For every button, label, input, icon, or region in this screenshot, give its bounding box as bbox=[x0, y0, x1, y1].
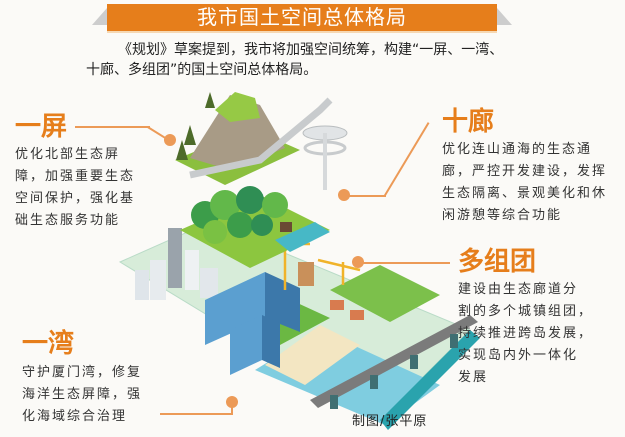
section-desc-yiwan: 守护厦门湾，修复 海洋生态屏障，强 化海域综合治理 bbox=[22, 362, 142, 428]
forest-lake bbox=[275, 222, 330, 252]
desc-line: 割的多个城镇组团， bbox=[458, 304, 594, 319]
bridge-piers bbox=[330, 334, 458, 409]
connector-line-yiping bbox=[75, 126, 150, 128]
house bbox=[350, 310, 364, 320]
title-fold-right bbox=[497, 8, 512, 25]
connector-line-yiwan bbox=[160, 413, 232, 415]
connector-dot-duozutuan bbox=[352, 256, 364, 268]
connector-dot-yiping bbox=[164, 134, 176, 146]
section-heading-shilang: 十廊 bbox=[442, 107, 495, 137]
house bbox=[330, 300, 344, 310]
mountain-rock bbox=[190, 95, 285, 170]
desc-line: 础生态服务功能 bbox=[15, 213, 121, 228]
title-fold-left bbox=[92, 8, 107, 25]
section-desc-shilang: 优化连山通海的生态通 廊，严控开发建设，发挥 生态隔离、景观美化和休 闲游憩等综… bbox=[442, 139, 607, 227]
illustration-credit: 制图/张平原 bbox=[352, 414, 428, 429]
pavilion bbox=[280, 222, 292, 232]
desc-line: 实现岛内外一体化 bbox=[458, 348, 579, 363]
intro-paragraph: 《规划》草案提到，我市将加强空间统筹，构建“一屏、一湾、 十廊、多组团”的国土空… bbox=[86, 40, 550, 80]
desc-line: 持续推进跨岛发展， bbox=[458, 326, 594, 341]
desc-line: 优化连山通海的生态通 bbox=[442, 142, 593, 157]
beach bbox=[265, 325, 360, 385]
skyscrapers bbox=[135, 228, 218, 300]
connector-line-shilang bbox=[346, 195, 386, 197]
village-green bbox=[330, 265, 440, 322]
desc-line: 海洋生态屏障，强 bbox=[22, 387, 143, 402]
elevated-walkway bbox=[189, 97, 333, 179]
desc-line: 闲游憩等综合功能 bbox=[442, 208, 563, 223]
mountain-trees bbox=[176, 92, 215, 160]
desc-line: 障，加强重要生态 bbox=[15, 169, 136, 184]
connector-dot-shilang bbox=[338, 189, 350, 201]
bridge-deck bbox=[310, 315, 478, 408]
intro-line-1: 《规划》草案提到，我市将加强空间统筹，构建“一屏、一湾、 bbox=[118, 42, 504, 58]
desc-line: 守护厦门湾，修复 bbox=[22, 365, 143, 380]
forest-trees bbox=[191, 186, 288, 244]
desc-line: 化海域综合治理 bbox=[22, 409, 128, 424]
construction-building bbox=[298, 262, 314, 286]
section-heading-duozutuan: 多组团 bbox=[458, 247, 537, 277]
bay-water-edge bbox=[380, 330, 480, 430]
desc-line: 发展 bbox=[458, 370, 489, 385]
page-title: 我市国土空间总体格局 bbox=[107, 4, 497, 31]
desc-line: 优化北部生态屏 bbox=[15, 147, 121, 162]
mountain-top bbox=[215, 92, 260, 122]
desc-line: 建设由生态廊道分 bbox=[458, 282, 579, 297]
desc-line: 廊，严控开发建设，发挥 bbox=[442, 164, 608, 179]
connector-line-duozutuan bbox=[362, 262, 450, 264]
connector-line-yiwan-up bbox=[231, 405, 233, 415]
desc-line: 空间保护，强化基 bbox=[15, 191, 136, 206]
connector-dot-yiwan bbox=[226, 396, 238, 408]
section-desc-duozutuan: 建设由生态廊道分 割的多个城镇组团， 持续推进跨岛发展， 实现岛内外一体化 发展 bbox=[458, 279, 593, 389]
residential-blocks bbox=[205, 272, 300, 375]
section-heading-yiping: 一屏 bbox=[15, 112, 68, 142]
section-desc-yiping: 优化北部生态屏 障，加强重要生态 空间保护，强化基 础生态服务功能 bbox=[15, 144, 135, 232]
section-heading-yiwan: 一湾 bbox=[22, 329, 75, 359]
desc-line: 生态隔离、景观美化和休 bbox=[442, 186, 608, 201]
intro-line-2: 十廊、多组团”的国土空间总体格局。 bbox=[86, 62, 318, 78]
